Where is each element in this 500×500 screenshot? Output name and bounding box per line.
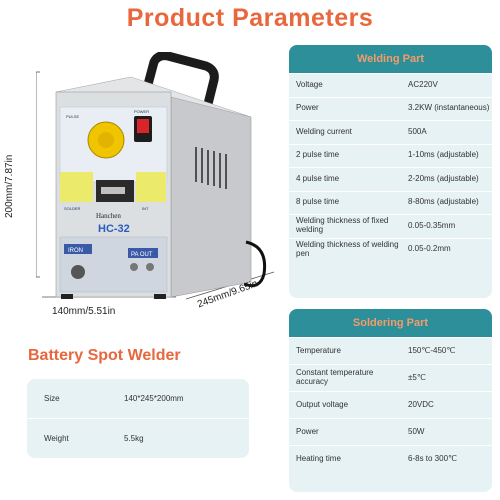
param-value: 20VDC (408, 399, 434, 409)
param-key: Welding current (296, 126, 352, 136)
param-key: Power (296, 103, 319, 113)
table-row: Heating time 6-8s to 300℃ (289, 445, 492, 472)
model-label: HC-32 (98, 223, 130, 235)
param-value: 1-10ms (adjustable) (408, 150, 479, 160)
param-key: 2 pulse time (296, 150, 340, 160)
cable (243, 240, 267, 288)
param-value: 3.2KW (instantaneous) (408, 103, 490, 113)
table-row: Welding current 500A (289, 120, 492, 144)
solder-area (60, 172, 93, 202)
paout-port-right (146, 263, 154, 271)
param-key: 4 pulse time (296, 173, 340, 183)
param-value: 500A (408, 126, 427, 136)
soldering-part-panel: Soldering Part Temperature 150℃-450℃ Cons… (289, 309, 492, 492)
paout-label: PA OUT (131, 252, 153, 258)
paout-port-left (130, 263, 138, 271)
param-value: AC220V (408, 79, 438, 89)
table-row: Power 3.2KW (instantaneous) (289, 96, 492, 121)
brand-label: Hanchen (96, 212, 121, 220)
basic-spec-table: Size 140*245*200mm Weight 5.5kg (27, 379, 249, 458)
width-dimension: 140mm/5.51in (52, 306, 116, 317)
param-key: Welding thickness of fixed welding (296, 216, 389, 235)
spec-value: 140*245*200mm (124, 394, 184, 403)
param-key: Welding thickness of welding pen (296, 239, 399, 258)
power-label: POWER (134, 109, 149, 114)
param-key: Temperature (296, 345, 341, 355)
table-row: 8 pulse time 8-80ms (adjustable) (289, 190, 492, 215)
iron-port (71, 265, 85, 279)
param-value: 2-20ms (adjustable) (408, 173, 479, 183)
param-value: ±5℃ (408, 372, 426, 382)
table-row: Weight 5.5kg (27, 418, 249, 458)
param-value: 0.05-0.2mm (408, 244, 451, 254)
height-dimension: 200mm/7.87in (4, 154, 15, 218)
pulse-label: PULSE (66, 114, 79, 119)
welding-part-title: Welding Part (289, 45, 492, 73)
solder-label: SOLDER (64, 206, 81, 211)
int-label: INT (142, 206, 149, 211)
param-key: Power (296, 426, 319, 436)
spot-welder-image: PULSE POWER SOLDER INT Hanchen HC-32 IRO… (36, 52, 275, 300)
param-value: 8-80ms (adjustable) (408, 197, 479, 207)
spec-key: Size (44, 394, 60, 403)
param-key: Voltage (296, 79, 323, 89)
table-row: Constant temperature accuracy ±5℃ (289, 364, 492, 391)
table-row: Power 50W (289, 418, 492, 445)
welding-part-panel: Welding Part Voltage AC220V Power 3.2KW (i… (289, 45, 492, 298)
table-row: 4 pulse time 2-20ms (adjustable) (289, 167, 492, 191)
table-row: Welding thickness of welding pen 0.05-0.2… (289, 237, 492, 262)
table-row: Temperature 150℃-450℃ (289, 337, 492, 364)
iron-label: IRON (68, 248, 83, 254)
param-key: Output voltage (296, 399, 349, 409)
param-value: 0.05-0.35mm (408, 220, 456, 230)
param-value: 50W (408, 426, 425, 436)
table-row: Output voltage 20VDC (289, 391, 492, 418)
param-value: 150℃-450℃ (408, 345, 456, 355)
soldering-part-title: Soldering Part (289, 309, 492, 337)
side-panel (170, 96, 252, 298)
param-key: Constant temperature accuracy (296, 368, 374, 386)
product-subtitle: Battery Spot Welder (28, 347, 181, 364)
table-row: 2 pulse time 1-10ms (adjustable) (289, 143, 492, 168)
table-row: Welding thickness of fixed welding 0.05-0… (289, 214, 492, 238)
param-value: 6-8s to 300℃ (408, 453, 458, 463)
spec-key: Weight (44, 434, 69, 443)
param-key: Heating time (296, 453, 341, 463)
table-row: Size 140*245*200mm (27, 379, 249, 418)
int-area (136, 172, 166, 202)
page-title: Product Parameters (126, 4, 374, 32)
param-key: 8 pulse time (296, 197, 340, 207)
handle (141, 52, 219, 109)
spec-value: 5.5kg (124, 434, 144, 443)
table-row: Voltage AC220V (289, 73, 492, 97)
